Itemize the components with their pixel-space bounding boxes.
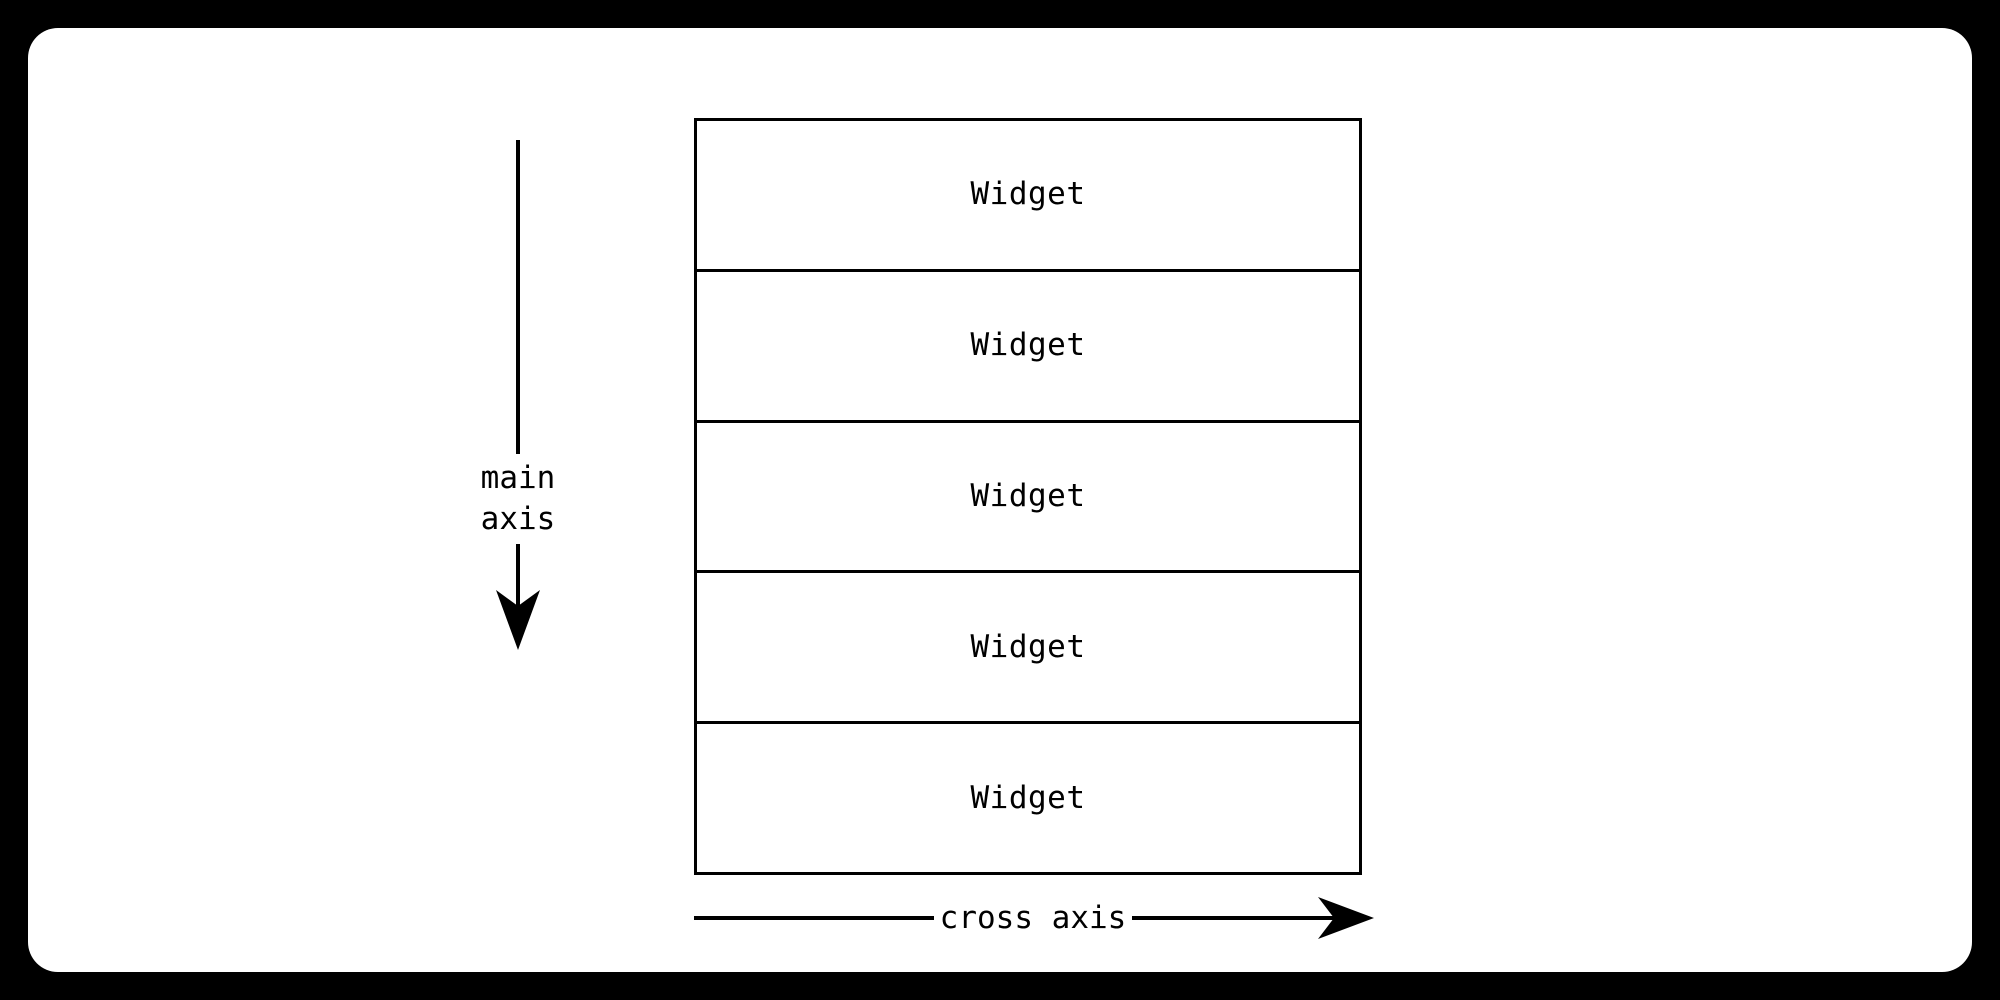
main-axis-label-line-1: main	[480, 460, 556, 496]
widget-stack-container: Widget Widget Widget Widget Widget	[694, 118, 1362, 875]
main-axis-label: main axis	[408, 454, 628, 544]
main-axis-annotation: main axis	[408, 138, 628, 838]
cross-axis-annotation: cross axis	[688, 890, 1378, 950]
cross-axis-label-text: cross axis	[933, 900, 1133, 936]
widget-box-label: Widget	[970, 176, 1086, 213]
cross-axis-label: cross axis	[688, 899, 1378, 937]
main-axis-label-line-2: axis	[480, 501, 556, 537]
widget-box[interactable]: Widget	[697, 573, 1359, 725]
widget-box-label: Widget	[970, 779, 1086, 816]
diagram-card: main axis Widget Widget Widget Widget Wi…	[28, 28, 1972, 972]
widget-box-label: Widget	[970, 477, 1086, 514]
widget-box[interactable]: Widget	[697, 724, 1359, 872]
widget-box[interactable]: Widget	[697, 422, 1359, 574]
widget-box[interactable]: Widget	[697, 121, 1359, 272]
widget-box-label: Widget	[970, 628, 1086, 665]
widget-box[interactable]: Widget	[697, 271, 1359, 423]
widget-box-label: Widget	[970, 327, 1086, 364]
